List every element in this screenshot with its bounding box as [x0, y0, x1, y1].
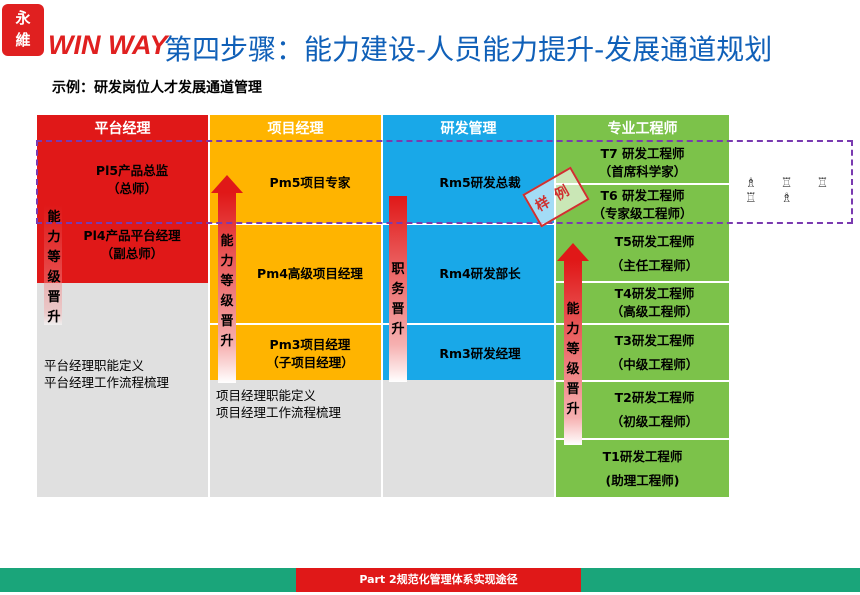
- platform-level-5: Pl5产品总监 （总师）: [95, 163, 169, 196]
- page-subtitle: 示例：研发岗位人才发展通道管理: [52, 80, 262, 96]
- divider: [556, 438, 729, 440]
- rd-gray-block: [383, 380, 554, 497]
- project-level-5: Pm5项目专家: [269, 175, 351, 190]
- platform-level-4: Pl4产品平台经理 （副总师）: [83, 228, 181, 261]
- divider: [383, 323, 554, 325]
- divider: [556, 281, 729, 283]
- header-project: 项目经理: [210, 115, 381, 143]
- platform-gray-block: [37, 283, 208, 497]
- divider: [556, 323, 729, 325]
- footer-label: Part 2规范化管理体系实现途径: [296, 568, 581, 592]
- rd-arrow-body: [389, 196, 407, 382]
- chess-icons: ♗ ♖ ♖ ♖ ♗: [745, 176, 839, 206]
- header-rd: 研发管理: [383, 115, 554, 143]
- engineer-level-5: T5研发工程师 （主任工程师）: [580, 227, 729, 281]
- engineer-level-7: T7 研发工程师 （首席科学家）: [598, 146, 687, 179]
- platform-arrow-body: [44, 205, 62, 325]
- engineer-level-2: T2研发工程师 （初级工程师）: [610, 390, 699, 429]
- engineer-level-4: T4研发工程师 （高级工程师）: [610, 286, 699, 319]
- project-arrow-body: [218, 193, 236, 383]
- platform-note-1: 平台经理职能定义: [44, 358, 145, 373]
- engineer-level-1: T1研发工程师 (助理工程师): [602, 448, 683, 488]
- company-logo: 永維: [2, 4, 44, 56]
- divider: [556, 380, 729, 382]
- page-title: 第四步骤：能力建设-人员能力提升-发展通道规划: [164, 33, 773, 66]
- rd-arrow-label: 职务晋升: [391, 262, 405, 337]
- platform-arrow-label-overlay: 能力等级晋升: [47, 210, 61, 325]
- project-arrow-label: 能力等级晋升: [220, 234, 234, 349]
- rd-level-5: Rm5研发总裁: [439, 175, 521, 190]
- engineer-level-3: T3研发工程师 （中级工程师）: [610, 332, 699, 372]
- engineer-arrow-body: [564, 261, 582, 445]
- project-note-1: 项目经理职能定义: [216, 388, 317, 403]
- divider: [210, 223, 381, 225]
- rd-level-4: Rm4研发部长: [439, 266, 521, 281]
- project-level-3: Pm3项目经理 （子项目经理）: [266, 337, 354, 370]
- engineer-arrow-head-icon: [557, 243, 589, 261]
- platform-note-2: 平台经理工作流程梳理: [44, 375, 170, 390]
- divider: [383, 223, 554, 225]
- header-engineer: 专业工程师: [556, 115, 729, 143]
- divider: [210, 323, 381, 325]
- platform-notes: 平台经理职能定义 平台经理工作流程梳理: [44, 357, 169, 391]
- logo-text: WIN WAY: [48, 30, 168, 60]
- project-notes: 项目经理职能定义 项目经理工作流程梳理: [216, 387, 341, 421]
- platform-red-block: [37, 143, 208, 283]
- header-platform: 平台经理: [37, 115, 208, 143]
- project-level-4: Pm4高级项目经理: [257, 266, 363, 281]
- project-arrow-head-icon: [211, 175, 243, 193]
- project-gray-block: [210, 380, 381, 497]
- engineer-arrow-label: 能力等级晋升: [566, 302, 580, 417]
- rd-blue-block: [383, 143, 554, 380]
- rd-level-3: Rm3研发经理: [439, 346, 521, 361]
- example-highlight-frame: [36, 140, 853, 224]
- project-note-2: 项目经理工作流程梳理: [216, 405, 342, 420]
